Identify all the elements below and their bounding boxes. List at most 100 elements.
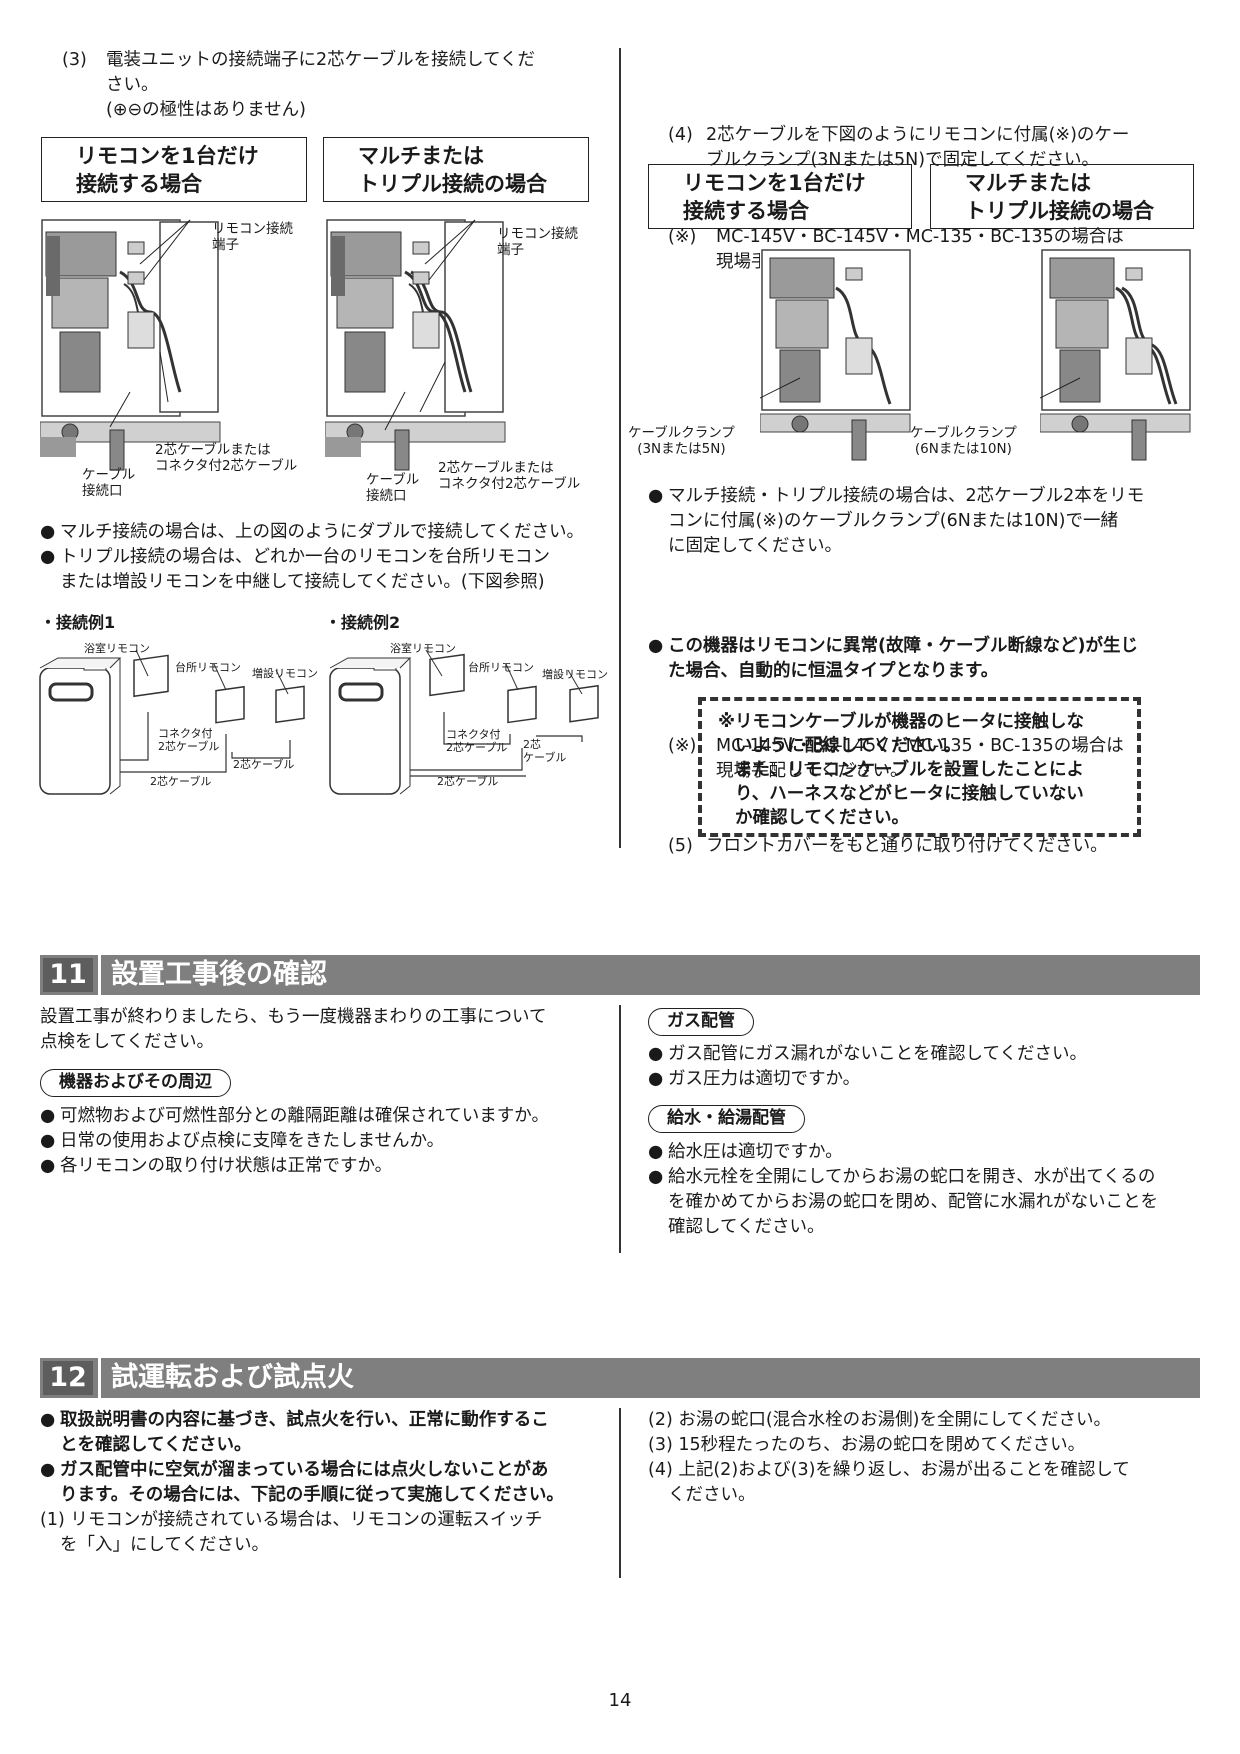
cable-port-label: ケーブル 接続口 xyxy=(82,467,136,499)
terminal-label: リモコン接続 端子 xyxy=(212,221,293,253)
bullet-line: マルチ接続・トリプル接続の場合は、2芯ケーブル2本をリモ xyxy=(668,486,1145,506)
caution-box xyxy=(698,697,1141,837)
multi-notes: マルチ接続の場合は、上の図のようにダブルで接続してください。 トリプル接続の場合… xyxy=(40,520,615,595)
section-11-header: 11 設置工事後の確認 xyxy=(40,955,1200,995)
step-3: (3) 15秒程たったのち、お湯の蛇口を閉めてください。 xyxy=(648,1435,1086,1455)
bath-remote-label: 浴室リモコン xyxy=(390,642,456,655)
step-number: (5) xyxy=(668,836,693,856)
note-text: MC-145V・BC-145V・MC-135・BC-135の場合は xyxy=(716,736,1124,756)
terminal-label: リモコン接続 端子 xyxy=(497,226,578,258)
box-multi-remote: マルチまたは トリプル接続の場合 xyxy=(930,164,1194,229)
box-line: トリプル接続の場合 xyxy=(358,172,547,196)
kitchen-remote-label: 台所リモコン xyxy=(468,661,534,674)
step-text: フロントカバーをもと通りに取り付けてください。 xyxy=(706,836,1108,856)
caution-line: り、ハーネスなどがヒータに接触していない xyxy=(735,784,1084,804)
extra-remote-label: 増設リモコン xyxy=(542,668,608,681)
unit-wiring-figure-multi xyxy=(325,212,595,492)
step-2: (2) お湯の蛇口(混合水栓のお湯側)を全開にしてください。 xyxy=(648,1410,1111,1430)
bullet-item: 給水元栓を全開にしてからお湯の蛇口を開き、水が出てくるの を確かめてからお湯の蛇… xyxy=(648,1165,1208,1240)
caution-line: ※リモコンケーブルが機器のヒータに接触しな xyxy=(718,712,1084,732)
bullet-line: 取扱説明書の内容に基づき、試点火を行い、正常に動作するこ xyxy=(60,1410,549,1430)
cable-label: 2芯ケーブル xyxy=(233,758,295,771)
bullet-item: 日常の使用および点検に支障をきたしませんか。 xyxy=(40,1129,615,1154)
box-line: 接続する場合 xyxy=(683,199,809,223)
connector-cable-label: コネクタ付 2芯ケーブル xyxy=(158,727,220,753)
box-multi-remote: マルチまたは トリプル接続の場合 xyxy=(323,137,589,202)
caution-line: か確認してください。 xyxy=(735,808,909,828)
water-checklist: 給水圧は適切ですか。 給水元栓を全開にしてからお湯の蛇口を開き、水が出てくるの … xyxy=(648,1140,1208,1240)
bullet-item: 可燃物および可燃性部分との離隔距離は確保されていますか。 xyxy=(40,1104,615,1129)
bullet-line: 給水元栓を全開にしてからお湯の蛇口を開き、水が出てくるの xyxy=(668,1167,1156,1187)
box-line: マルチまたは xyxy=(358,144,484,168)
bullet-line: を確かめてからお湯の蛇口を閉め、配管に水漏れがないことを xyxy=(668,1192,1158,1212)
step-1: (1) リモコンが接続されている場合は、リモコンの運転スイッチ を「入」にしてく… xyxy=(40,1508,615,1558)
column-divider-top xyxy=(619,48,621,848)
box-line: トリプル接続の場合 xyxy=(965,199,1154,223)
step-line: を「入」にしてください。 xyxy=(60,1535,269,1555)
box-line: リモコンを1台だけ xyxy=(76,144,259,168)
step-number: (4) xyxy=(668,125,693,145)
box-line: リモコンを1台だけ xyxy=(683,171,866,195)
step-text: さい。 xyxy=(106,75,159,95)
cable-clamp-label: ケーブルクランプ (6Nまたは10N) xyxy=(910,425,1017,457)
step-text: 電装ユニットの接続端子に2芯ケーブルを接続してくだ xyxy=(106,50,536,70)
bath-remote-label: 浴室リモコン xyxy=(84,642,150,655)
cable-label: 2芯ケーブルまたは コネクタ付2芯ケーブル xyxy=(438,460,581,492)
extra-remote-label: 増設リモコン xyxy=(252,667,318,680)
box-single-remote: リモコンを1台だけ 接続する場合 xyxy=(648,164,912,229)
equipment-checklist: 可燃物および可燃性部分との離隔距離は確保されていますか。 日常の使用および点検に… xyxy=(40,1104,615,1179)
bullet-item: 給水圧は適切ですか。 xyxy=(648,1140,1208,1165)
column-divider-section12 xyxy=(619,1408,621,1578)
cable-clamp-figure-single xyxy=(760,248,930,468)
unit-wiring-figure-single xyxy=(40,212,310,492)
example2-title: ・接続例2 xyxy=(325,613,401,632)
bullet-item: ガス配管中に空気が溜まっている場合には点火しないことがあ ります。その場合には、… xyxy=(40,1458,615,1508)
bullet-line: ガス配管中に空気が溜まっている場合には点火しないことがあ xyxy=(60,1460,549,1480)
section-12-right: (2) お湯の蛇口(混合水栓のお湯側)を全開にしてください。 (3) 15秒程た… xyxy=(648,1408,1208,1508)
box-line: 接続する場合 xyxy=(76,172,202,196)
intro-line: 設置工事が終わりましたら、もう一度機器まわりの工事について xyxy=(40,1007,547,1027)
page-number: 14 xyxy=(608,1690,632,1711)
connection-example2-diagram xyxy=(326,640,616,800)
step-4: (4) 上記(2)および(3)を繰り返し、お湯が出ることを確認して xyxy=(648,1460,1130,1480)
bullet-item: トリプル接続の場合は、どれか一台のリモコンを台所リモコン または増設リモコンを中… xyxy=(40,545,615,595)
note-mark: (※) xyxy=(668,736,697,756)
caution-line: いように配線してください。 xyxy=(735,736,962,756)
multi-clamp-subnote: (※) MC-145V・BC-145V・MC-135・BC-135の場合は 現場… xyxy=(668,734,1208,784)
section-12-left: 取扱説明書の内容に基づき、試点火を行い、正常に動作するこ とを確認してください。… xyxy=(40,1408,615,1558)
caution-line: また、リモコンケーブルを設置したことによ xyxy=(735,760,1084,780)
step-5: (5) フロントカバーをもと通りに取り付けてください。 xyxy=(668,834,1208,859)
connection-example1-diagram xyxy=(36,640,316,800)
pill-water-piping: 給水・給湯配管 xyxy=(648,1105,805,1133)
note-text: MC-145V・BC-145V・MC-135・BC-135の場合は xyxy=(716,227,1124,247)
pill-equipment: 機器およびその周辺 xyxy=(40,1069,231,1097)
note-mark: (※) xyxy=(668,227,697,247)
bullet-item: 各リモコンの取り付け状態は正常ですか。 xyxy=(40,1154,615,1179)
connector-cable-label: コネクタ付 2芯ケーブル xyxy=(446,728,508,754)
section-title: 試運転および試点火 xyxy=(98,1358,354,1398)
bullet-line: た場合、自動的に恒温タイプとなります。 xyxy=(668,661,999,681)
cable-label: 2芯 ケーブル xyxy=(523,738,567,764)
section-11-intro: 設置工事が終わりましたら、もう一度機器まわりの工事について 点検をしてください。 xyxy=(40,1005,615,1055)
bullet-item: ガス配管にガス漏れがないことを確認してください。 xyxy=(648,1042,1208,1067)
auto-mode-warning: この機器はリモコンに異常(故障・ケーブル断線など)が生じ た場合、自動的に恒温タ… xyxy=(648,634,1208,684)
step-text: ブルクランプ(3Nまたは5N)で固定してください。 xyxy=(706,150,1100,170)
bullet-line: とを確認してください。 xyxy=(60,1435,252,1455)
caution-text: ※リモコンケーブルが機器のヒータに接触しな いように配線してください。 また、リ… xyxy=(718,710,1138,830)
step-number: (3) xyxy=(62,50,87,70)
bullet-item: ガス圧力は適切ですか。 xyxy=(648,1067,1208,1092)
kitchen-remote-label: 台所リモコン xyxy=(175,661,241,674)
bullet-line: ります。その場合には、下記の手順に従って実施してください。 xyxy=(60,1485,564,1505)
bullet-line: コンに付属(※)のケーブルクランプ(6Nまたは10N)で一緒 xyxy=(668,511,1118,531)
step-text: 2芯ケーブルを下図のようにリモコンに付属(※)のケー xyxy=(706,125,1130,145)
pill-gas-piping: ガス配管 xyxy=(648,1008,754,1036)
intro-line: 点検をしてください。 xyxy=(40,1032,214,1052)
box-single-remote: リモコンを1台だけ 接続する場合 xyxy=(41,137,307,202)
step-4: (4) 2芯ケーブルを下図のようにリモコンに付属(※)のケー ブルクランプ(3N… xyxy=(668,123,1208,173)
bullet-line: または増設リモコンを中継して接続してください。(下図参照) xyxy=(60,572,545,592)
bullet-line: この機器はリモコンに異常(故障・ケーブル断線など)が生じ xyxy=(668,636,1138,656)
cable-label: 2芯ケーブルまたは コネクタ付2芯ケーブル xyxy=(155,442,298,474)
bullet-line: に固定してください。 xyxy=(668,536,842,556)
section-number: 11 xyxy=(43,958,93,992)
section-12-header: 12 試運転および試点火 xyxy=(40,1358,1200,1398)
